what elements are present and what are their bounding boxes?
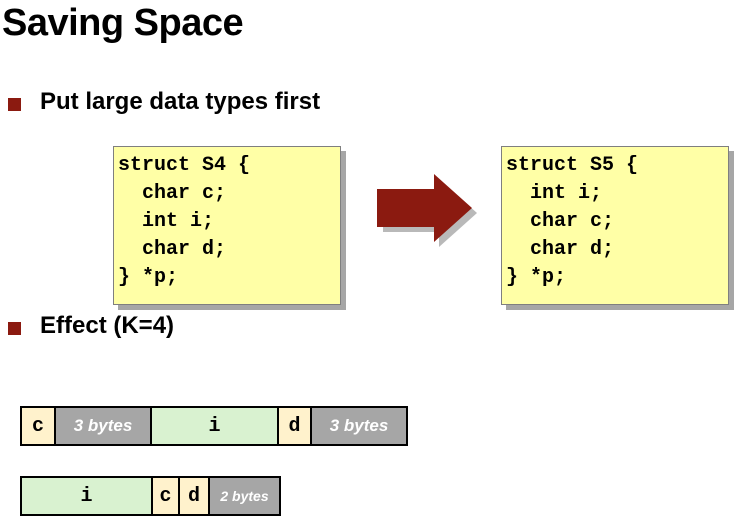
s5-memory-layout: i c d 2 bytes <box>20 476 281 516</box>
code-line: char c; <box>506 210 615 233</box>
code-line: char d; <box>506 238 615 261</box>
bullet-effect: Effect (K=4) <box>40 312 175 339</box>
bullet-marker-1 <box>8 98 21 111</box>
code-line: int i; <box>118 210 215 233</box>
struct-s4-code-box: struct S4 { char c; int i; char d; } *p; <box>113 146 341 305</box>
s4-cell-c: c <box>22 408 56 444</box>
code-line: char d; <box>118 238 227 261</box>
s4-cell-i: i <box>152 408 279 444</box>
slide-title: Saving Space <box>2 2 244 44</box>
s5-cell-padding: 2 bytes <box>210 478 279 514</box>
code-line: int i; <box>506 182 603 205</box>
code-line: char c; <box>118 182 227 205</box>
s4-memory-layout: c 3 bytes i d 3 bytes <box>20 406 408 446</box>
right-arrow-icon <box>377 174 477 247</box>
code-line: } *p; <box>506 266 567 289</box>
struct-s5-code-box: struct S5 { int i; char c; char d; } *p; <box>501 146 729 305</box>
s4-cell-d: d <box>279 408 312 444</box>
code-line: struct S5 { <box>506 154 639 177</box>
bullet-marker-2 <box>8 322 21 335</box>
s4-cell-padding: 3 bytes <box>312 408 406 444</box>
code-line: struct S4 { <box>118 154 251 177</box>
s5-cell-i: i <box>22 478 153 514</box>
s4-cell-padding: 3 bytes <box>56 408 152 444</box>
s5-cell-c: c <box>153 478 180 514</box>
bullet-put-large-first: Put large data types first <box>40 88 321 115</box>
s5-cell-d: d <box>180 478 210 514</box>
code-line: } *p; <box>118 266 179 289</box>
